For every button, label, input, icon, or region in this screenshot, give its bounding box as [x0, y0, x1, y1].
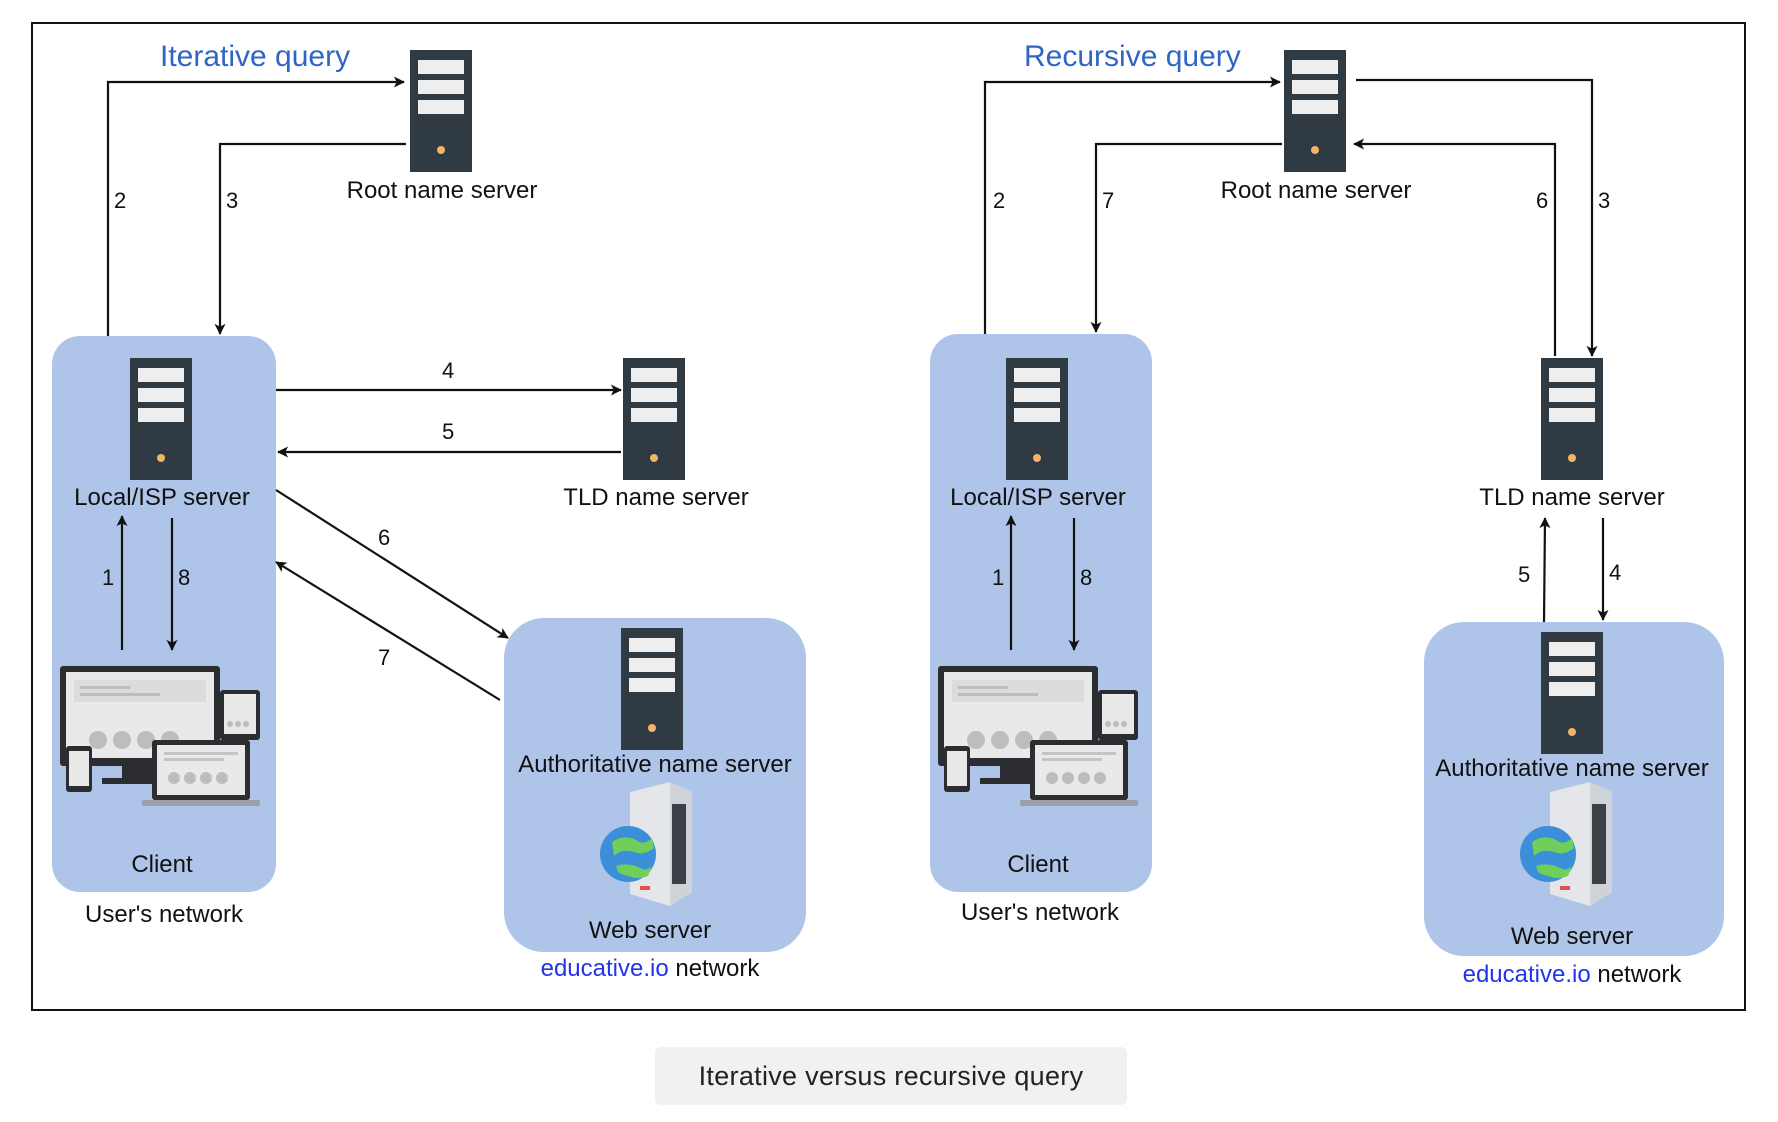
- users-network-label: User's network: [961, 899, 1120, 926]
- server-rack-icon: [1284, 50, 1346, 172]
- step-number: 5: [442, 419, 454, 444]
- network-brand: educative.io: [541, 955, 669, 982]
- step-number: 6: [1536, 188, 1548, 213]
- local-isp-server-label: Local/ISP server: [74, 484, 250, 511]
- network-suffix: network: [669, 955, 761, 982]
- step-number: 7: [1102, 188, 1114, 213]
- web-server-label: Web server: [1511, 923, 1633, 950]
- step-number: 1: [992, 565, 1004, 590]
- edge-3: [214, 142, 406, 335]
- root-name-server-label: Root name server: [1221, 177, 1412, 204]
- tld-name-server-label: TLD name server: [1479, 484, 1664, 511]
- tld-name-server-label: TLD name server: [563, 484, 748, 511]
- edge-2: [983, 76, 1281, 334]
- edge-3: [1356, 78, 1598, 357]
- step-number: 7: [378, 645, 390, 670]
- edge-5: [1539, 517, 1551, 623]
- step-number: 2: [114, 188, 126, 213]
- educative-network-label: educative.io network: [1463, 961, 1683, 988]
- authoritative-name-server-label: Authoritative name server: [518, 751, 791, 778]
- step-number: 2: [993, 188, 1005, 213]
- edge-7: [275, 561, 501, 701]
- server-rack-icon: [410, 50, 472, 172]
- web-server-label: Web server: [589, 917, 711, 944]
- authoritative-name-server-label: Authoritative name server: [1435, 755, 1708, 782]
- recursive-section: Recursive query Root name server Local/I…: [930, 40, 1724, 988]
- client-label: Client: [1007, 851, 1069, 878]
- server-rack-icon: [623, 358, 685, 480]
- step-number: 1: [102, 565, 114, 590]
- root-name-server-label: Root name server: [347, 177, 538, 204]
- server-rack-icon: [130, 358, 192, 480]
- step-number: 6: [378, 525, 390, 550]
- step-number: 4: [442, 358, 454, 383]
- local-isp-server-label: Local/ISP server: [950, 484, 1126, 511]
- diagram-frame: [31, 22, 1746, 1011]
- client-label: Client: [131, 851, 193, 878]
- edge-2: [106, 76, 405, 336]
- step-number: 5: [1518, 562, 1530, 587]
- server-rack-icon: [1006, 358, 1068, 480]
- educative-network-box: [504, 618, 806, 952]
- figure-caption: Iterative versus recursive query: [655, 1047, 1127, 1105]
- recursive-title: Recursive query: [1024, 40, 1241, 73]
- step-number: 4: [1609, 560, 1621, 585]
- network-brand: educative.io: [1463, 961, 1591, 988]
- edge-6: [275, 489, 509, 639]
- step-number: 3: [226, 188, 238, 213]
- edge-6: [1353, 138, 1557, 356]
- educative-network-label: educative.io network: [541, 955, 761, 982]
- server-rack-icon: [621, 628, 683, 750]
- edge-7: [1090, 142, 1282, 333]
- iterative-section: Iterative query Root name server Local/I…: [52, 40, 806, 982]
- users-network-label: User's network: [85, 901, 244, 928]
- network-suffix: network: [1591, 961, 1683, 988]
- iterative-title: Iterative query: [160, 40, 350, 73]
- step-number: 8: [1080, 565, 1092, 590]
- server-rack-icon: [1541, 632, 1603, 754]
- step-number: 3: [1598, 188, 1610, 213]
- server-rack-icon: [1541, 358, 1603, 480]
- step-number: 8: [178, 565, 190, 590]
